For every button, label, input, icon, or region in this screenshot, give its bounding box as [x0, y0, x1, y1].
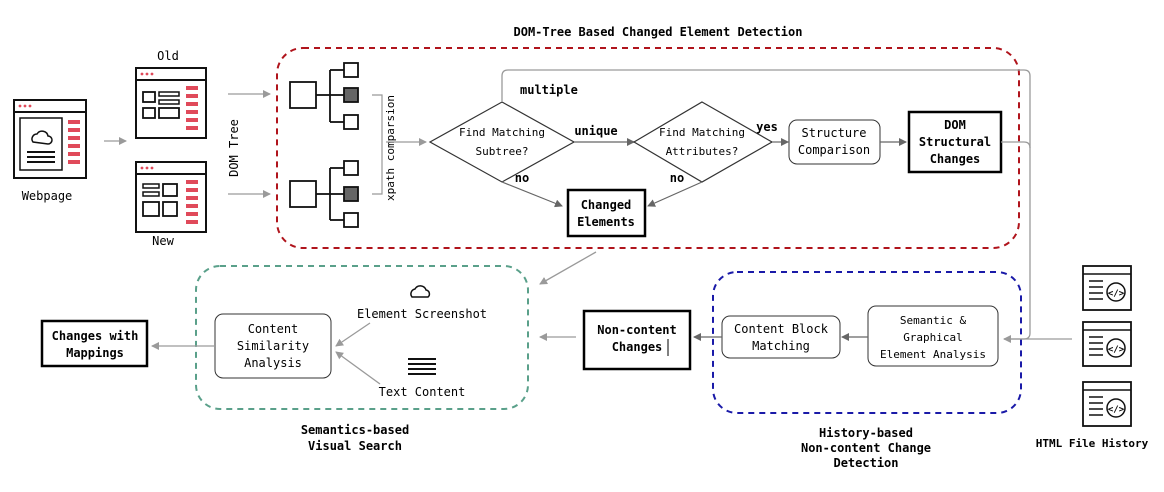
arrow-screenshot-similarity: [335, 322, 371, 347]
text-content-icon: [408, 358, 436, 375]
label-unique: unique: [574, 124, 617, 138]
label-multiple: multiple: [520, 83, 578, 97]
html-file-icon-2: </>: [1082, 321, 1132, 367]
history-title-line2: Non-content Change: [801, 441, 931, 455]
content-block-line1: Content Block: [734, 322, 829, 336]
label-no-left: no: [515, 171, 529, 185]
similarity-line3: Analysis: [244, 356, 302, 370]
changed-elements-line2: Elements: [577, 215, 635, 229]
noncontent-changes-box: [582, 309, 692, 371]
semantic-graphical-box: [867, 305, 999, 367]
svg-text:</>: </>: [1108, 405, 1125, 415]
noncontent-line1: Non-content: [597, 323, 676, 337]
new-page-icon: [135, 161, 207, 233]
old-tree-icon: [289, 62, 359, 130]
history-title-line3: Detection: [833, 456, 898, 470]
cloud-icon: [410, 285, 431, 298]
dom-changes-line3: Changes: [930, 152, 981, 166]
new-label: New: [152, 234, 174, 248]
label-no-right: no: [670, 171, 684, 185]
old-label: Old: [157, 49, 179, 63]
arrow-no-right: [647, 181, 703, 207]
mappings-line2: Mappings: [66, 346, 124, 360]
history-region: [712, 271, 1022, 414]
decision-subtree-line2: Subtree?: [476, 145, 529, 158]
noncontent-line2: Changes: [612, 340, 663, 354]
dom-changes-line2: Structural: [919, 135, 991, 149]
html-history-label: HTML File History: [1036, 437, 1149, 450]
arrow-dom-right: [1001, 141, 1031, 149]
xpath-label: xpath comparsion: [384, 95, 397, 201]
html-file-icon-3: </>: [1082, 381, 1132, 427]
webpage-label: Webpage: [22, 189, 73, 203]
history-title-line1: History-based: [819, 426, 913, 440]
semantic-line3: Element Analysis: [880, 348, 986, 361]
decision-subtree-line1: Find Matching: [459, 126, 545, 139]
similarity-line2: Similarity: [237, 339, 309, 353]
decision-attributes-line2: Attributes?: [666, 145, 739, 158]
changed-elements-line1: Changed: [581, 198, 632, 212]
semantics-title-line2: Visual Search: [308, 439, 402, 453]
semantics-title-line1: Semantics-based: [301, 423, 409, 437]
old-page-icon: [135, 67, 207, 139]
html-file-icon-1: </>: [1082, 265, 1132, 311]
arrow-no-left: [501, 181, 563, 208]
diagram-title: DOM-Tree Based Changed Element Detection: [514, 25, 803, 39]
mappings-line1: Changes with: [52, 329, 139, 343]
semantics-region: [195, 265, 529, 410]
decision-attributes: [632, 101, 774, 183]
arrow-changed-semantics: [539, 251, 597, 285]
webpage-icon: [13, 99, 87, 179]
dom-tree-region: [276, 47, 1020, 249]
dom-changes-line1: DOM: [944, 118, 966, 132]
text-content-label: Text Content: [379, 385, 466, 399]
content-block-line2: Matching: [752, 339, 810, 353]
new-tree-icon: [289, 160, 359, 228]
structure-line1: Structure: [801, 126, 866, 140]
label-yes: yes: [756, 120, 778, 134]
svg-text:</>: </>: [1108, 345, 1125, 355]
structure-line2: Comparison: [798, 143, 870, 157]
similarity-line1: Content: [248, 322, 299, 336]
semantic-line1: Semantic &: [900, 314, 967, 327]
arrow-multiple-loop: [501, 69, 1031, 343]
decision-subtree: [428, 101, 576, 183]
arrow-text-similarity: [335, 351, 381, 385]
dom-tree-label: DOM Tree: [227, 119, 241, 177]
svg-text:</>: </>: [1108, 289, 1125, 299]
changes-mappings-box: [40, 319, 149, 368]
semantic-line2: Graphical: [903, 331, 963, 344]
changed-elements-box: [566, 188, 647, 238]
decision-attributes-line1: Find Matching: [659, 126, 745, 139]
element-screenshot-label: Element Screenshot: [357, 307, 487, 321]
xpath-bracket: [372, 94, 383, 195]
